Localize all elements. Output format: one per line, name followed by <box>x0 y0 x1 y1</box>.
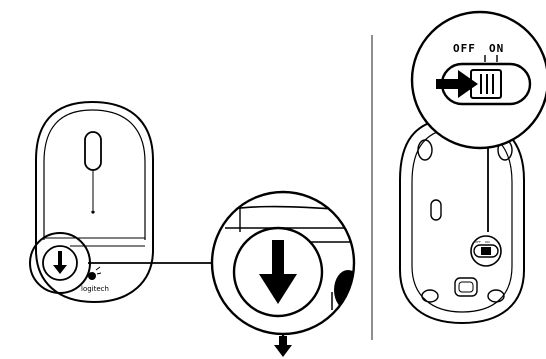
switch-off-label: OFF <box>453 42 476 55</box>
small-off-label: OFF <box>475 240 481 244</box>
mouse-top-inner-line-right <box>91 109 146 240</box>
mouse-foot-top-left <box>417 139 433 161</box>
switch-on-label: ON <box>489 42 504 55</box>
switch-highlight-circle <box>470 235 502 267</box>
mouse-foot-bottom-right <box>487 289 505 303</box>
down-arrow-icon-below <box>274 333 292 357</box>
mouse-bottom-shell <box>399 116 525 325</box>
logitech-logo: logitech <box>81 266 109 293</box>
scroll-wheel <box>84 131 102 171</box>
mouse-bottom-view: OFF ON <box>399 116 525 325</box>
down-arrow-icon <box>259 240 297 304</box>
down-arrow-icon-small <box>53 251 67 274</box>
magnified-release-view <box>210 190 356 336</box>
mouse-top-view: logitech <box>29 100 154 304</box>
small-on-label: ON <box>485 240 490 244</box>
mouse-top-inner-line <box>43 109 93 240</box>
power-switch-small: OFF ON <box>473 240 499 258</box>
indicator-dot <box>91 210 95 214</box>
magnified-switch-view: OFF ON <box>410 10 546 150</box>
battery-latch <box>430 199 442 221</box>
logo-text: logitech <box>81 285 109 293</box>
optical-sensor <box>454 277 478 297</box>
right-arrow-icon <box>436 70 478 98</box>
mouse-foot-bottom-left <box>421 289 439 303</box>
